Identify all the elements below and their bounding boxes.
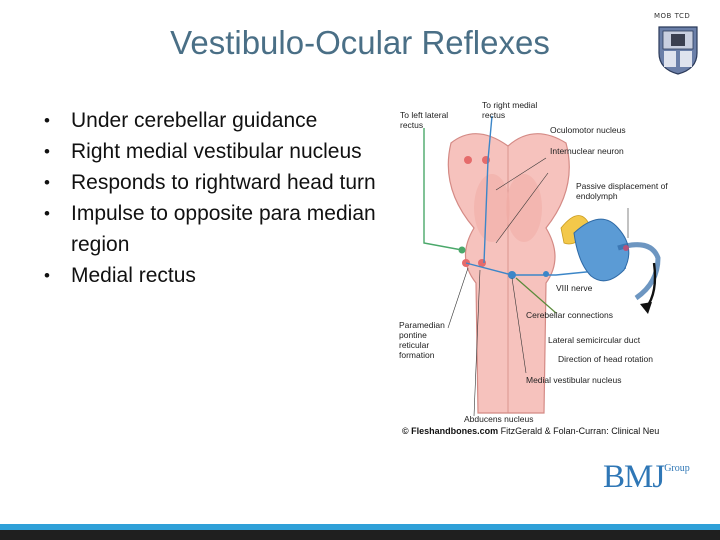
footer-bar — [0, 524, 720, 540]
bmj-logo-text: BMJ — [603, 459, 665, 495]
label-passive-displacement: Passive displacement of endolymph — [576, 181, 668, 201]
brainstem-illustration — [423, 115, 661, 417]
label-oculomotor-nucleus: Oculomotor nucleus — [550, 125, 626, 135]
copyright-source: FitzGerald & Folan-Curran: Clinical Neu — [498, 426, 660, 436]
university-crest-icon — [658, 26, 698, 75]
label-direction-head-rotation: Direction of head rotation — [558, 354, 653, 364]
bullet-item: Under cerebellar guidance — [44, 105, 384, 136]
brainstem-diagram: To left lateral rectus To right medial r… — [396, 98, 672, 438]
label-paramedian-formation: Paramedian pontine reticular formation — [399, 320, 445, 360]
copyright-site: © Fleshandbones.com — [402, 426, 499, 436]
label-left-lateral-rectus: To left lateral rectus — [400, 110, 449, 130]
figure-copyright: © Fleshandbones.com FitzGerald & Folan-C… — [402, 426, 659, 436]
label-abducens-nucleus: Abducens nucleus — [464, 414, 534, 424]
corner-tag: MOB TCD — [654, 12, 691, 20]
bullet-item: Right medial vestibular nucleus — [44, 136, 384, 167]
slide-title: Vestibulo-Ocular Reflexes — [170, 24, 550, 61]
bullet-list: Under cerebellar guidance Right medial v… — [44, 105, 384, 291]
bmj-group-logo: BMJGroup — [603, 459, 690, 496]
bullet-item: Medial rectus — [44, 260, 384, 291]
label-medial-vestibular-nucleus: Medial vestibular nucleus — [526, 375, 622, 385]
label-right-medial-rectus: To right medial rectus — [482, 100, 538, 120]
bullet-item: Impulse to opposite para median region — [44, 198, 384, 260]
label-lateral-semicircular-duct: Lateral semicircular duct — [548, 335, 641, 345]
label-viii-nerve: VIII nerve — [556, 283, 593, 293]
label-cerebellar-connections: Cerebellar connections — [526, 310, 613, 320]
label-internuclear-neuron: Internuclear neuron — [550, 146, 624, 156]
bmj-logo-suffix: Group — [664, 463, 690, 474]
bullet-item: Responds to rightward head turn — [44, 167, 384, 198]
